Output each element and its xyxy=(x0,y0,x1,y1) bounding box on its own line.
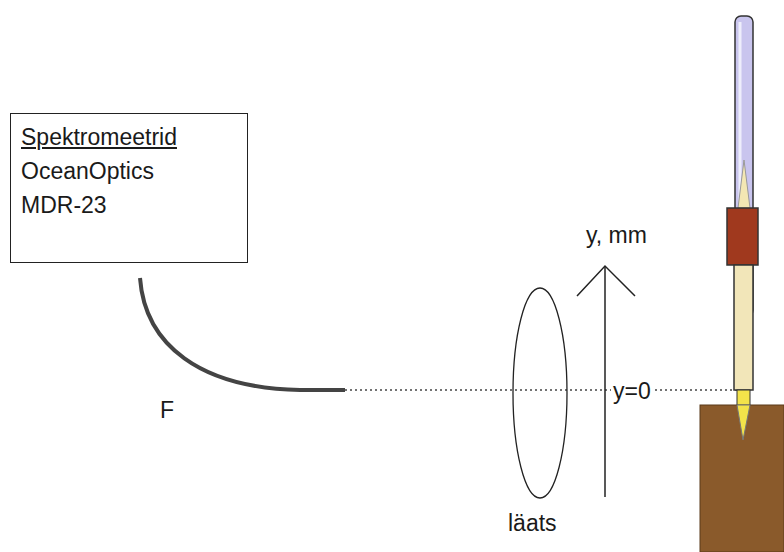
lens-label: läats xyxy=(508,510,557,536)
instrument-name: MDR-23 xyxy=(21,188,237,222)
axis-label: y, mm xyxy=(586,222,647,248)
origin-label: y=0 xyxy=(611,378,653,404)
holder-block xyxy=(700,405,784,552)
clamp-band xyxy=(727,208,758,265)
optical-fiber xyxy=(140,278,345,390)
lens xyxy=(513,288,567,498)
instrument-box: SpektromeetridOceanOpticsMDR-23 xyxy=(10,113,248,263)
lower-cone xyxy=(737,405,750,440)
inner-cone xyxy=(738,160,750,208)
instrument-name: OceanOptics xyxy=(21,154,237,188)
optical-axis xyxy=(345,389,742,391)
tube-highlight xyxy=(739,22,742,205)
y-axis xyxy=(604,266,606,497)
axis-arrowhead xyxy=(577,266,635,296)
box-heading: Spektromeetrid xyxy=(21,120,237,154)
fiber-label: F xyxy=(160,397,174,423)
electrode-tip xyxy=(737,390,750,405)
electrode-tube xyxy=(734,265,753,390)
